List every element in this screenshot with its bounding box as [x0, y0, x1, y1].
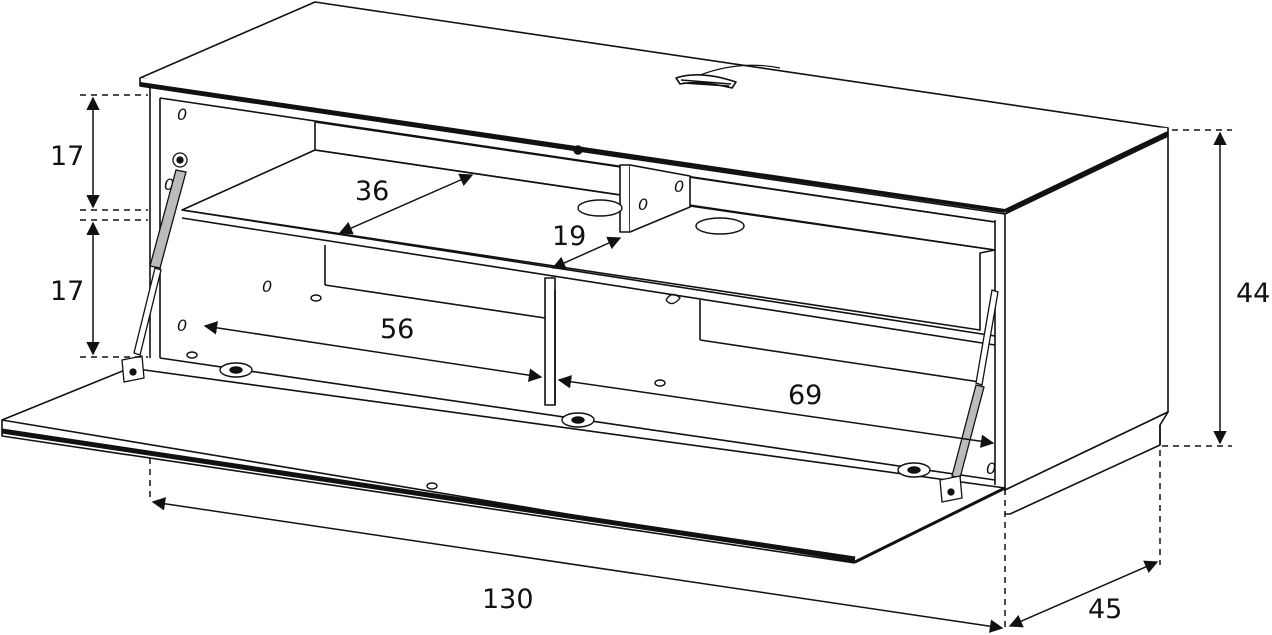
dim-overall-depth: [1008, 560, 1159, 628]
dim-overall-width: [151, 497, 1004, 633]
hole-marker: 0: [638, 195, 648, 214]
hole-markers: 0 0 0 0 0 0 0: [164, 105, 996, 478]
dimension-lines: [80, 94, 1232, 633]
dim-left-width: [203, 321, 543, 382]
dim-label-shelf-depth: 36: [355, 176, 389, 207]
hole-marker: 0: [177, 105, 187, 124]
dim-right-width: [557, 375, 995, 448]
cabinet-body: [1, 1, 1169, 564]
dim-shelf-depth: [338, 173, 474, 235]
dim-label-total-height: 44: [1236, 278, 1270, 309]
hole-marker: 0: [262, 277, 272, 296]
middle-shelf: [181, 149, 996, 331]
dim-label-divider-gap: 19: [552, 221, 586, 252]
hole-marker: 0: [177, 316, 187, 335]
dim-label-lower-height: 17: [50, 276, 84, 307]
hole-marker: 0: [674, 177, 684, 196]
dim-label-overall-depth: 45: [1088, 594, 1122, 625]
dim-label-overall-width: 130: [482, 584, 534, 615]
dim-label-upper-height: 17: [50, 141, 84, 172]
dim-divider-gap: [551, 236, 622, 270]
hole-marker: 0: [164, 175, 174, 194]
lower-divider: [544, 277, 556, 406]
hole-marker: 0: [986, 459, 996, 478]
cable-hole-upper-left: [577, 199, 623, 217]
dim-label-left-width: 56: [380, 314, 414, 345]
upper-divider: [619, 164, 631, 233]
gas-strut-left: [121, 152, 188, 383]
flap-door: [1, 367, 1006, 563]
dim-label-right-width: 69: [788, 380, 822, 411]
dimension-labels: 17 17 44 36 19 56 69 130 45: [50, 141, 1270, 625]
cable-hole-upper-right: [695, 217, 745, 235]
